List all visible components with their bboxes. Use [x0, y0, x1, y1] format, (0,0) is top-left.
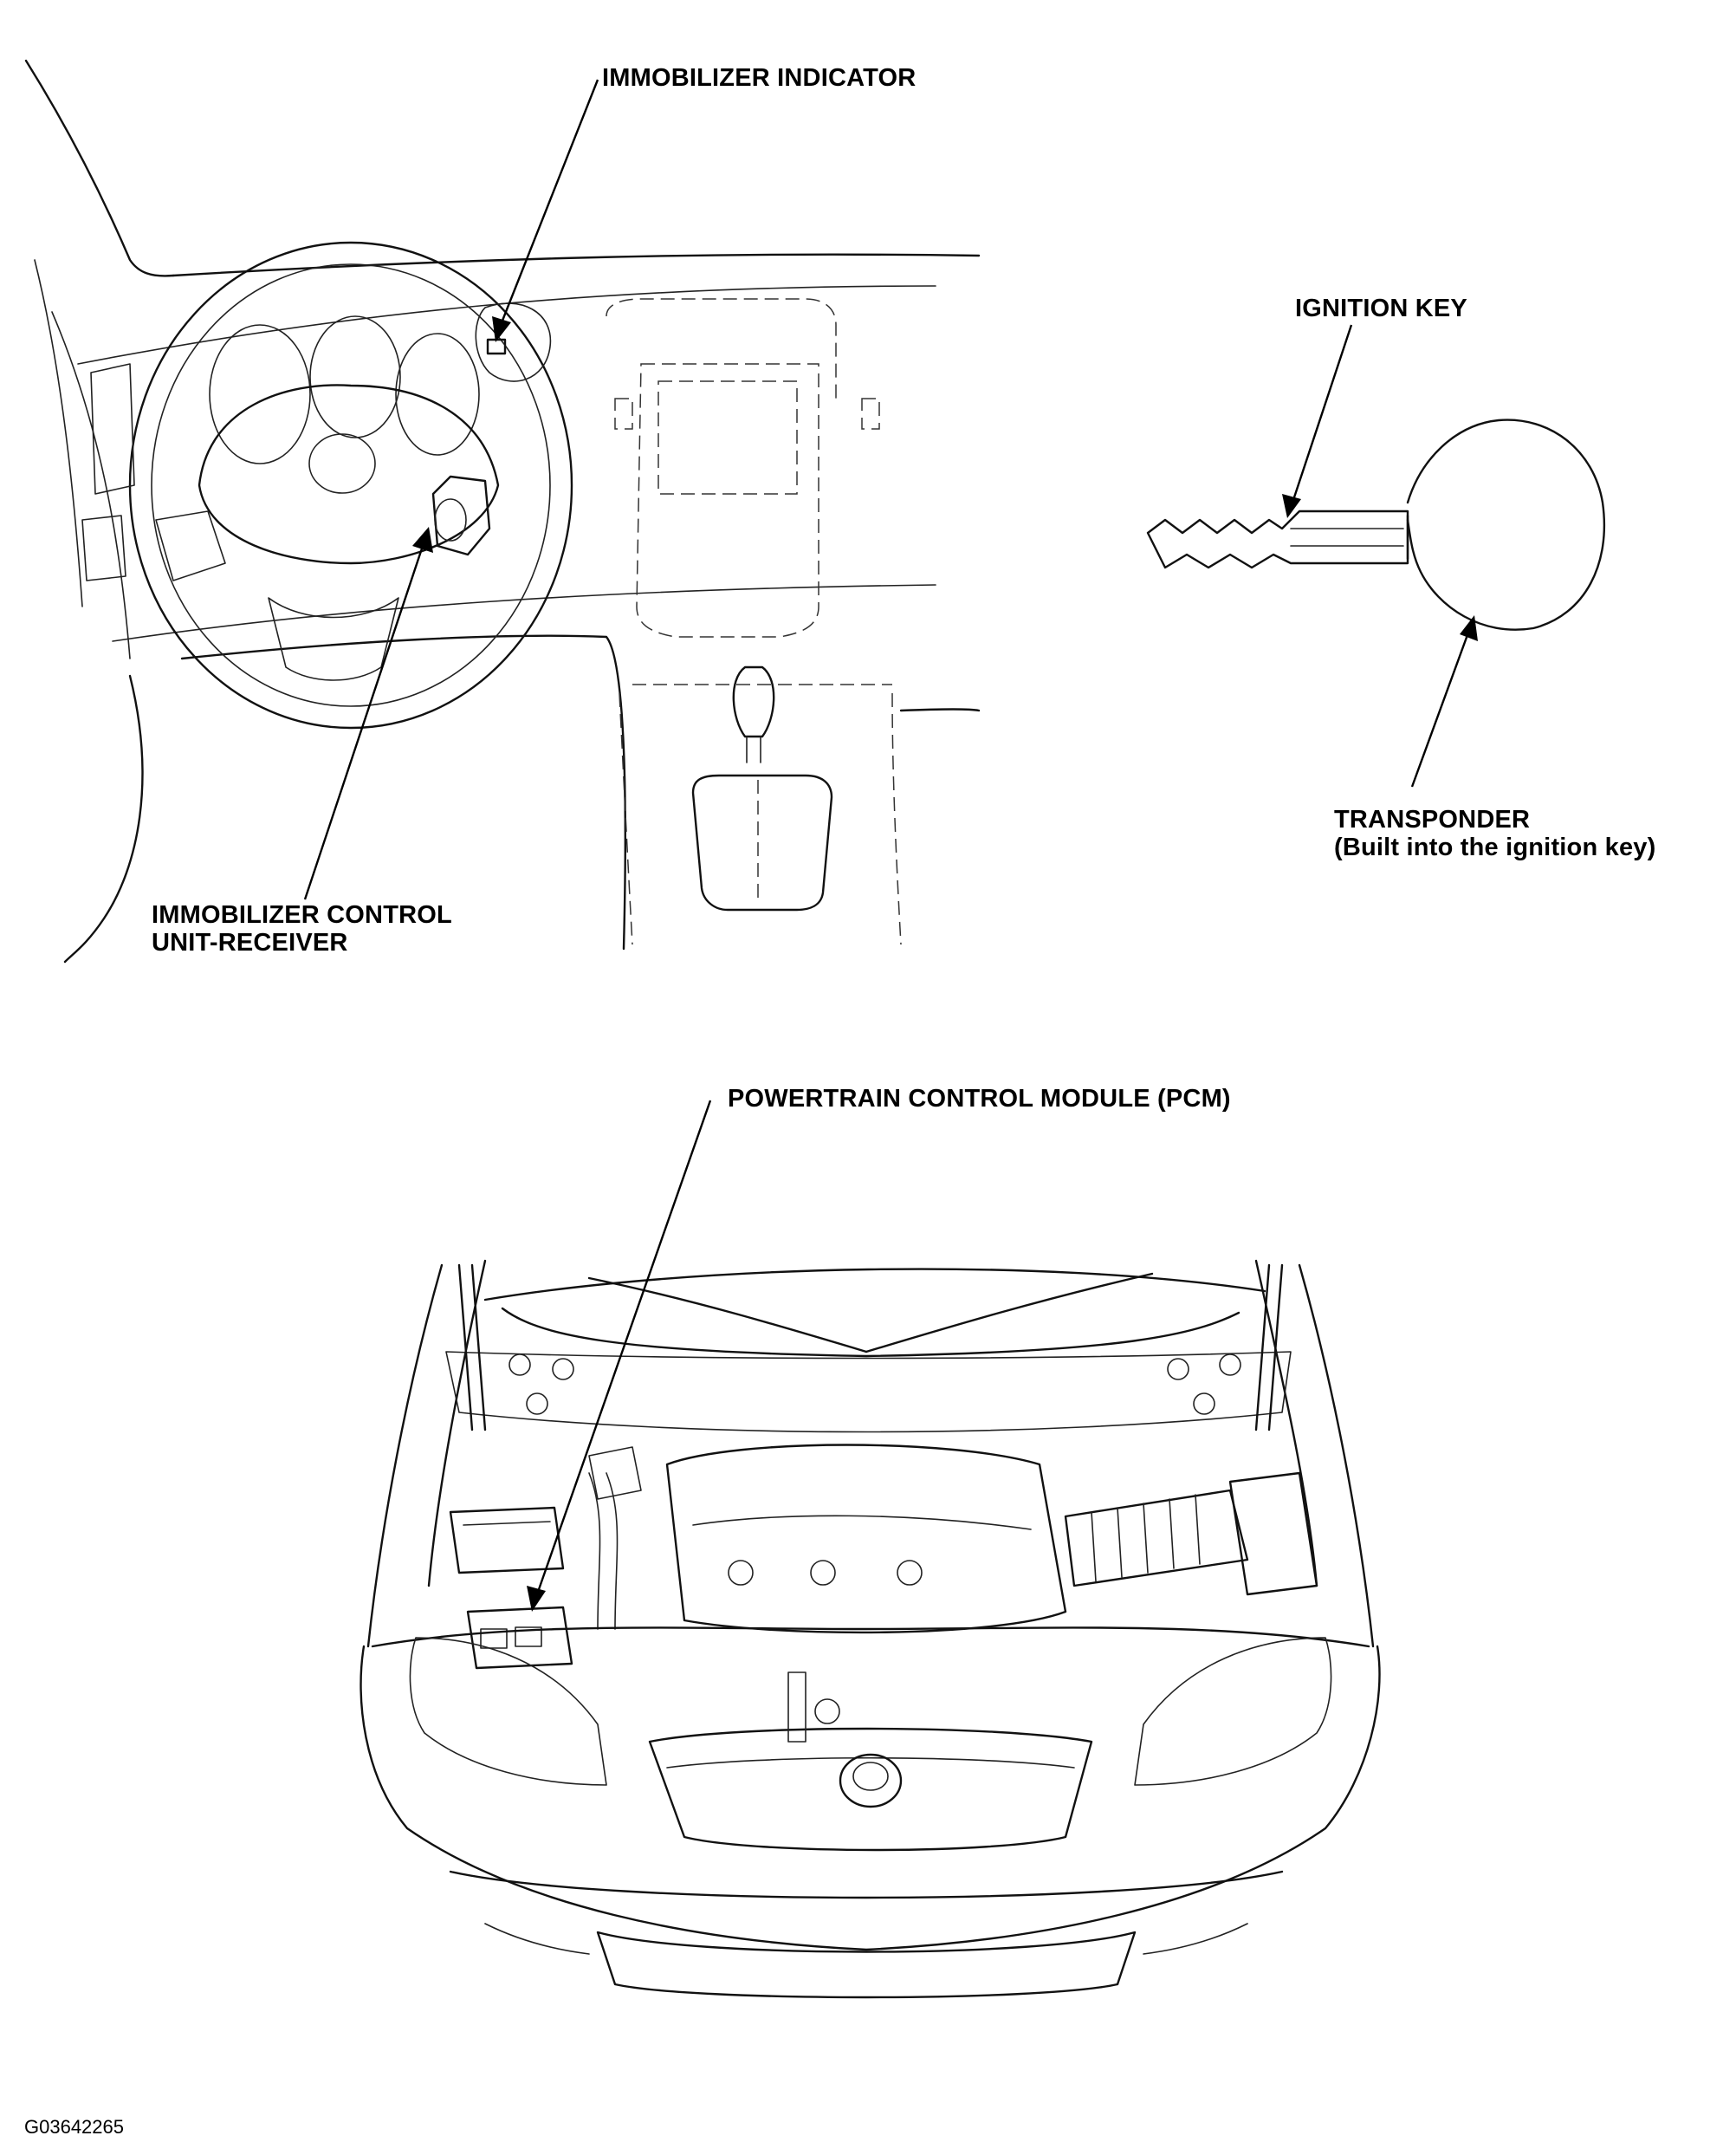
control-unit-label-line1: IMMOBILIZER CONTROL [152, 901, 452, 929]
ignition-key-label: IGNITION KEY [1295, 295, 1467, 322]
transponder-label: TRANSPONDER [1334, 806, 1531, 834]
immobilizer-indicator-label: IMMOBILIZER INDICATOR [602, 64, 917, 92]
control-unit-label-line2: UNIT-RECEIVER [152, 929, 348, 957]
figure-code: G03642265 [24, 2116, 124, 2138]
transponder-note: (Built into the ignition key) [1334, 834, 1656, 861]
pcm-label: POWERTRAIN CONTROL MODULE (PCM) [728, 1085, 1231, 1113]
transponder-key-head [1406, 419, 1606, 631]
control-unit-label-group: IMMOBILIZER CONTROL UNIT-RECEIVER [152, 901, 452, 957]
transponder-label-group: TRANSPONDER (Built into the ignition key… [1334, 806, 1656, 861]
